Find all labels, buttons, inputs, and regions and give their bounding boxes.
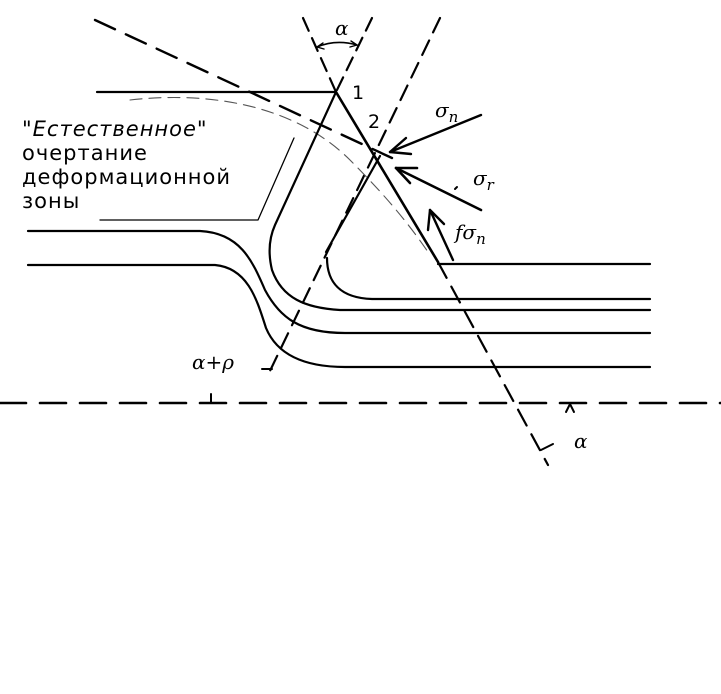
caption-line-3: деформационной bbox=[22, 165, 232, 189]
angle-arc-top bbox=[316, 41, 358, 48]
strip-line-lower bbox=[26, 263, 652, 369]
angle-alpha-bottom-label: α bbox=[574, 429, 588, 453]
boundary-line-2-curve bbox=[325, 256, 652, 301]
strip-line-upper bbox=[26, 229, 652, 335]
dashed-diagonal-left bbox=[93, 18, 394, 160]
sigma-r-arrowhead bbox=[394, 166, 419, 185]
sigma-r-label: σr bbox=[473, 166, 494, 194]
dashed-line-alpha-rho bbox=[266, 16, 442, 377]
angle-alpha-top-label: α bbox=[335, 16, 349, 40]
caption-line-2: очертание bbox=[22, 141, 148, 165]
die-surface-extension bbox=[436, 260, 550, 467]
angle-arc-top-arrow-left bbox=[316, 42, 325, 50]
dashed-cone-left bbox=[301, 16, 338, 94]
sigma-n-arrowhead bbox=[388, 136, 413, 156]
f-sigma-n-arrowhead bbox=[426, 208, 446, 232]
boundary-line-2 bbox=[324, 154, 382, 254]
die-surface-line bbox=[334, 90, 440, 264]
sigma-n-label: σn bbox=[435, 98, 459, 126]
point-1-label: 1 bbox=[352, 82, 365, 104]
angle-arc-top-arrow-right bbox=[349, 40, 358, 48]
point-2-label: 2 bbox=[368, 111, 381, 133]
caption-leader bbox=[99, 137, 295, 221]
caption-natural-contour: "Естественное" очертание деформационной … bbox=[22, 117, 231, 213]
dashed-cone-right bbox=[334, 16, 374, 94]
f-sigma-n-label: fσn bbox=[455, 220, 486, 248]
bottom-alpha-tick bbox=[540, 443, 554, 451]
sigma-r-arrow bbox=[394, 166, 483, 212]
axis-tick-right bbox=[565, 403, 575, 413]
boundary-line-1 bbox=[268, 90, 652, 312]
caption-line-1: "Естественное" bbox=[22, 117, 208, 141]
small-mark bbox=[454, 186, 458, 190]
alpha-plus-rho-label: α+ρ bbox=[192, 350, 235, 374]
f-sigma-n-arrow bbox=[428, 208, 455, 262]
caption-line-4: зоны bbox=[22, 189, 81, 213]
sigma-n-arrow bbox=[388, 113, 483, 154]
